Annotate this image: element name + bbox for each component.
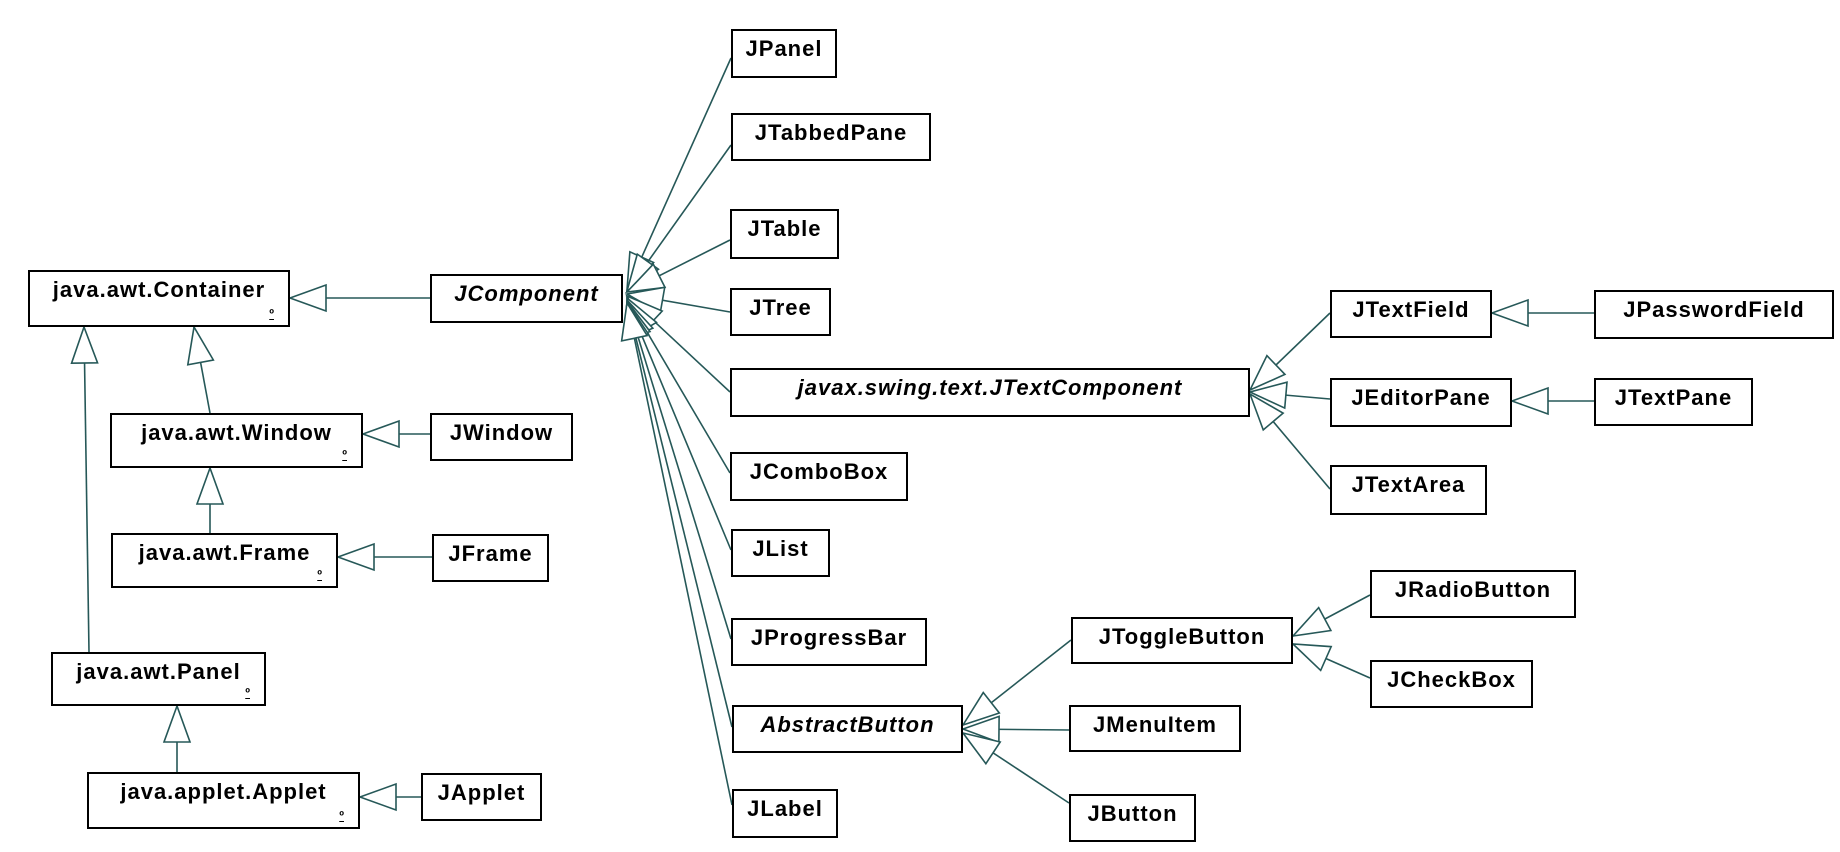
class-node-jlist: JList xyxy=(731,529,830,577)
class-label-jtextpane: JTextPane xyxy=(1614,385,1733,410)
inheritance-line-jprogressbar-to-jcomponent xyxy=(626,300,732,640)
inheritance-arrowhead-jlabel-to-jcomponent xyxy=(620,300,649,342)
class-label-jtextfield: JTextField xyxy=(1352,297,1470,322)
inheritance-line-jpanel-to-jcomponent xyxy=(626,57,732,291)
class-node-jtextfield: JTextField xyxy=(1330,290,1492,338)
class-node-window: java.awt.Window º xyxy=(110,413,363,468)
footnote-marker-icon: º xyxy=(317,567,322,582)
inheritance-arrowhead-jtable-to-jcomponent xyxy=(624,262,667,294)
class-node-jlabel: JLabel xyxy=(732,789,838,838)
class-label-jtree: JTree xyxy=(749,295,812,320)
class-node-frame: java.awt.Frame º xyxy=(111,533,338,588)
class-node-jtextcomponent: javax.swing.text.JTextComponent xyxy=(730,368,1250,417)
class-label-jpasswordfield: JPasswordField xyxy=(1623,297,1805,322)
inheritance-line-jlist-to-jcomponent xyxy=(626,299,732,551)
class-node-jcheckbox: JCheckBox xyxy=(1370,660,1533,708)
inheritance-arrowhead-jpasswordfield-to-jtextfield xyxy=(1489,298,1529,328)
inheritance-line-jlabel-to-jcomponent xyxy=(626,302,733,806)
inheritance-arrowhead-jcomponent-to-container xyxy=(287,283,327,313)
class-node-jmenuitem: JMenuItem xyxy=(1069,705,1241,752)
class-label-jeditorpane: JEditorPane xyxy=(1351,385,1491,410)
inheritance-arrowhead-jbutton-to-abstractbutton xyxy=(961,731,1002,766)
inheritance-line-abstractbutton-to-jcomponent xyxy=(626,301,733,728)
class-node-jbutton: JButton xyxy=(1069,794,1196,842)
class-node-jcomponent: JComponent xyxy=(430,274,623,323)
footnote-marker-icon: º xyxy=(339,808,344,823)
inheritance-line-panel-to-container xyxy=(83,326,90,653)
inheritance-arrowhead-jtextfield-to-jtextcomponent xyxy=(1248,354,1287,392)
inheritance-arrowhead-jtogglebutton-to-abstractbutton xyxy=(961,691,1001,727)
class-node-jeditorpane: JEditorPane xyxy=(1330,378,1512,427)
class-node-jpasswordfield: JPasswordField xyxy=(1594,290,1834,339)
inheritance-arrowhead-jeditorpane-to-jtextcomponent xyxy=(1247,381,1288,410)
class-node-jradiobutton: JRadioButton xyxy=(1370,570,1576,618)
inheritance-arrowhead-jradiobutton-to-jtogglebutton xyxy=(1290,606,1333,638)
inheritance-arrowhead-jmenuitem-to-abstractbutton xyxy=(960,715,1000,744)
inheritance-arrowhead-jwindow-to-window xyxy=(360,419,400,449)
class-label-jbutton: JButton xyxy=(1087,801,1178,826)
class-label-jmenuitem: JMenuItem xyxy=(1093,712,1217,737)
class-label-jradiobutton: JRadioButton xyxy=(1394,577,1552,602)
footnote-marker-icon: º xyxy=(269,306,274,321)
footnote-marker-icon: º xyxy=(342,447,347,462)
class-label-frame: java.awt.Frame xyxy=(138,540,311,565)
inheritance-arrowhead-applet-to-panel xyxy=(162,703,192,743)
class-label-abstractbutton: AbstractButton xyxy=(760,712,935,737)
class-label-applet: java.applet.Applet xyxy=(120,779,327,804)
class-node-jpanel: JPanel xyxy=(731,29,837,78)
class-node-jframe: JFrame xyxy=(432,534,549,582)
class-label-jcombobox: JComboBox xyxy=(749,459,889,484)
inheritance-arrowhead-panel-to-container xyxy=(70,324,99,365)
class-node-jprogressbar: JProgressBar xyxy=(731,618,927,666)
class-node-jtextpane: JTextPane xyxy=(1594,378,1753,426)
class-label-jframe: JFrame xyxy=(448,541,533,566)
class-label-jpanel: JPanel xyxy=(745,36,823,61)
class-label-jwindow: JWindow xyxy=(449,420,554,445)
class-label-jlabel: JLabel xyxy=(747,796,823,821)
class-label-jtogglebutton: JToggleButton xyxy=(1098,624,1266,649)
class-node-jwindow: JWindow xyxy=(430,413,573,461)
class-node-jtable: JTable xyxy=(730,209,839,259)
class-node-jtogglebutton: JToggleButton xyxy=(1071,617,1293,664)
class-label-jtextcomponent: javax.swing.text.JTextComponent xyxy=(797,375,1183,400)
inheritance-arrowhead-window-to-container xyxy=(186,324,215,366)
class-node-jtextarea: JTextArea xyxy=(1330,465,1487,515)
class-label-jtabbedpane: JTabbedPane xyxy=(754,120,908,145)
class-node-jtree: JTree xyxy=(730,288,831,336)
class-label-container: java.awt.Container xyxy=(52,277,266,302)
inheritance-arrowhead-jtextpane-to-jeditorpane xyxy=(1509,386,1549,416)
class-label-jcomponent: JComponent xyxy=(454,281,599,306)
class-label-jtextarea: JTextArea xyxy=(1351,472,1466,497)
class-label-jlist: JList xyxy=(752,536,809,561)
class-label-window: java.awt.Window xyxy=(141,420,332,445)
class-node-jcombobox: JComboBox xyxy=(730,452,908,501)
class-node-abstractbutton: AbstractButton xyxy=(732,705,963,753)
inheritance-arrowhead-jcheckbox-to-jtogglebutton xyxy=(1290,643,1333,672)
inheritance-arrowhead-jtextarea-to-jtextcomponent xyxy=(1248,392,1285,432)
class-label-jtable: JTable xyxy=(747,216,822,241)
inheritance-arrowhead-japplet-to-applet xyxy=(357,782,397,812)
class-node-panel: java.awt.Panel º xyxy=(51,652,266,706)
class-node-jtabbedpane: JTabbedPane xyxy=(731,113,931,161)
class-node-japplet: JApplet xyxy=(421,773,542,821)
class-label-japplet: JApplet xyxy=(437,780,526,805)
inheritance-arrowhead-frame-to-window xyxy=(195,465,225,505)
class-label-jprogressbar: JProgressBar xyxy=(750,625,908,650)
inheritance-arrowhead-jframe-to-frame xyxy=(335,542,375,572)
class-label-jcheckbox: JCheckBox xyxy=(1387,667,1516,692)
footnote-marker-icon: º xyxy=(245,685,250,700)
class-node-applet: java.applet.Applet º xyxy=(87,772,360,829)
class-label-panel: java.awt.Panel xyxy=(76,659,241,684)
